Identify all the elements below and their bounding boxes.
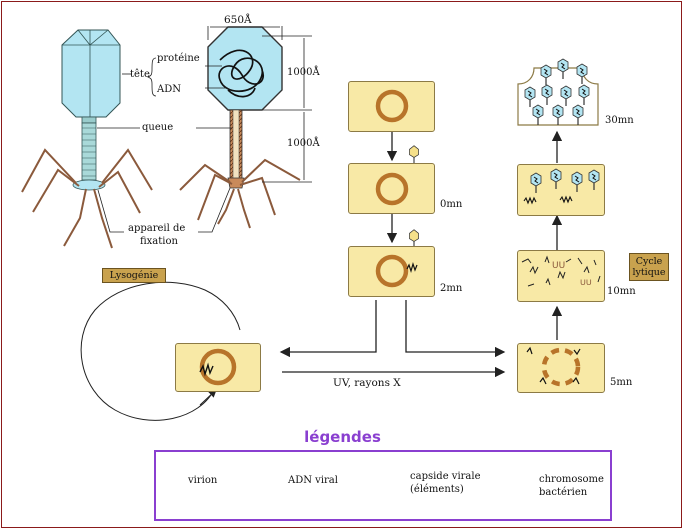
time-5mn: 5mn <box>610 377 633 388</box>
lytic-cycle-tag: Cycle lytique <box>629 253 669 281</box>
leader-lines <box>97 57 232 233</box>
bacterium-initial <box>348 81 435 132</box>
fixation-apparatus-label-line2: fixation <box>140 236 178 247</box>
dimension-tail-label: 1000Å <box>287 138 320 149</box>
legend-virion-label: virion <box>188 475 218 486</box>
legend-chromosome-label-line2: bactérien <box>539 487 588 498</box>
lysogeny-tag: Lysogénie <box>102 268 166 283</box>
tail-label: queue <box>142 122 174 133</box>
middle-chromosomes <box>375 89 418 288</box>
time-2mn: 2mn <box>440 283 463 294</box>
bacterium-10mn <box>517 250 605 302</box>
dimension-head-label: 1000Å <box>287 67 320 78</box>
legend-capsid-label-line1: capside virale <box>410 471 481 482</box>
lysogenic-chromosome <box>199 348 237 386</box>
legend-capsid-label-line2: (éléments) <box>410 484 464 495</box>
legend-chromosome-label-line1: chromosome <box>539 474 604 485</box>
lytic-cycle-tag-line2: lytique <box>632 267 666 278</box>
legend-viral-dna-label: ADN viral <box>288 475 338 486</box>
dimension-width-label: 650Å <box>224 14 252 26</box>
head-label: tête <box>130 69 150 80</box>
uv-label: UV, rayons X <box>333 377 401 389</box>
svg-text:ᑌᑌ: ᑌᑌ <box>580 278 592 287</box>
phage-section-drawing <box>179 26 301 229</box>
protein-label: protéine <box>157 53 200 64</box>
dna-label: ADN <box>157 84 181 95</box>
time-10mn: 10mn <box>607 286 636 297</box>
lytic-cycle-tag-line1: Cycle <box>635 256 663 267</box>
legend-box <box>154 450 612 521</box>
lytic-10mn-contents: ᑌᑌ ᑌᑌ <box>521 255 601 287</box>
dimension-lines <box>207 26 312 183</box>
time-30mn: 30mn <box>605 115 634 126</box>
phage-3d-drawing <box>21 29 153 249</box>
legend-title: légendes <box>304 428 381 446</box>
bacterium-0mn <box>348 163 435 214</box>
lytic-virions-contents <box>523 168 600 204</box>
svg-text:ᑌᑌ: ᑌᑌ <box>552 261 565 271</box>
time-0mn: 0mn <box>440 199 463 210</box>
lytic-5mn-contents <box>526 346 581 387</box>
bacterium-2mn <box>348 246 435 297</box>
fixation-apparatus-label-line1: appareil de <box>128 223 186 234</box>
